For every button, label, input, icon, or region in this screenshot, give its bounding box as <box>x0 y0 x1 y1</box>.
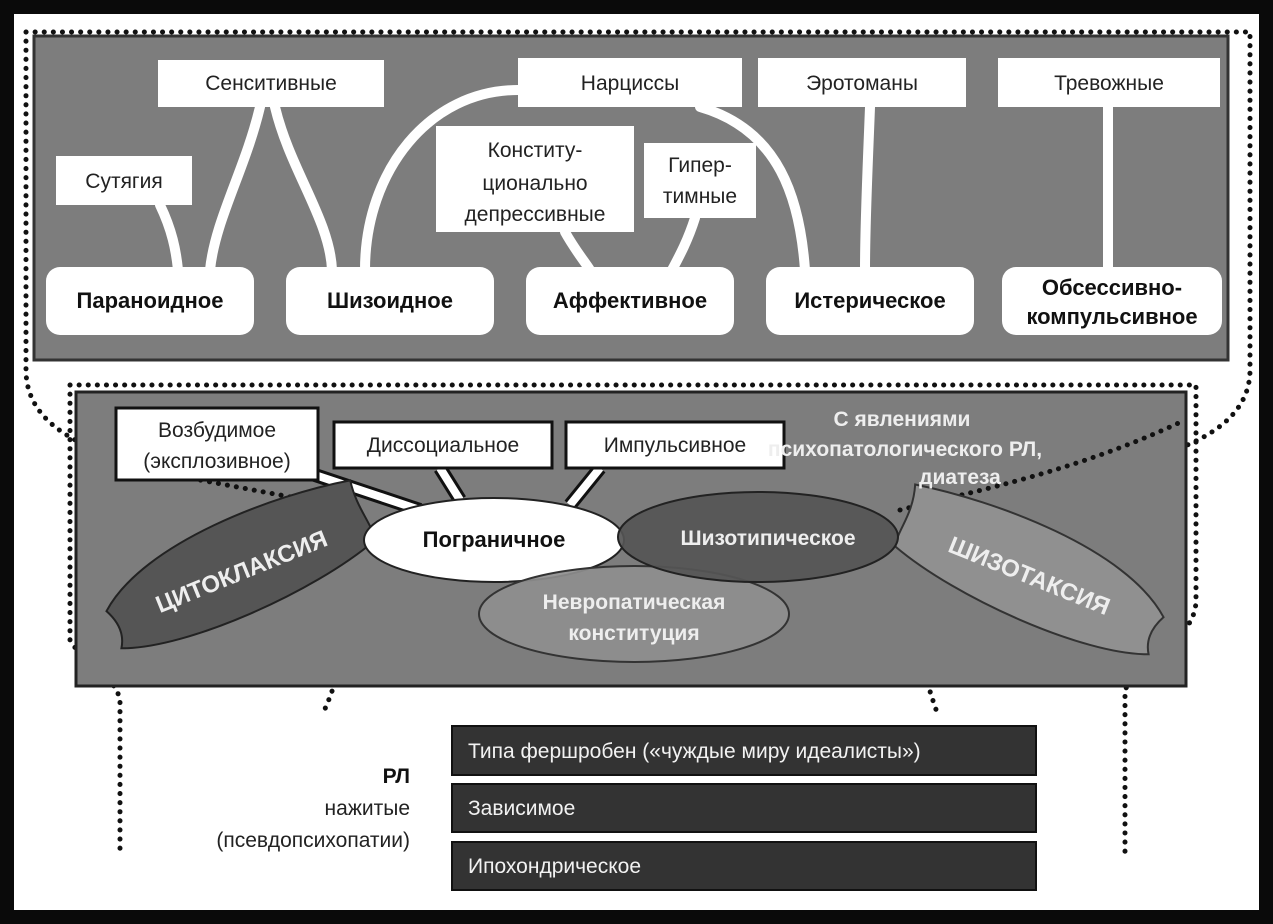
box-sensitive: Сенситивные <box>158 60 384 107</box>
box-litigious: Сутягия <box>56 156 192 205</box>
label-line: компульсивное <box>1026 304 1197 329</box>
acquired-item: Ипохондрическое <box>451 841 1037 891</box>
label-line: конституция <box>568 622 699 645</box>
box-erotomaniacs: Эротоманы <box>758 58 966 107</box>
ellipse-borderline: Пограничное <box>363 497 625 583</box>
box-anxious: Тревожные <box>998 58 1220 107</box>
item-label: Ипохондрическое <box>468 855 641 878</box>
label-hysterical: Истерическое <box>794 288 945 313</box>
label-schizotypal: Шизотипическое <box>680 527 855 550</box>
note-psychopathological: С явлениями психопатологического РЛ, диа… <box>768 408 1042 489</box>
label-line: РЛ <box>383 765 410 788</box>
label-line: Конститу- <box>488 139 583 162</box>
label-line: (псевдопсихопатии) <box>216 829 410 852</box>
ellipse-neuropathic: Невропатическая конституция <box>478 565 790 663</box>
label-line: Обсессивно- <box>1042 275 1182 300</box>
label-narcissists: Нарциссы <box>581 72 679 95</box>
label-line: тимные <box>663 185 737 208</box>
label-line: депрессивные <box>465 203 606 226</box>
box-excitable: Возбудимое (эксплозивное) <box>114 406 320 482</box>
label-line: Невропатическая <box>543 591 726 614</box>
type-schizoid: Шизоидное <box>286 267 494 335</box>
acquired-item: Типа фершробен («чуждые миру идеалисты») <box>451 725 1037 776</box>
acquired-item: Зависимое <box>451 783 1037 833</box>
label-line: диатеза <box>919 466 1001 489</box>
label-line: психопатологического РЛ, <box>768 438 1042 461</box>
type-hysterical: Истерическое <box>766 267 974 335</box>
box-constitutional-depressive: Конститу- ционально депрессивные <box>436 126 634 232</box>
middle-connectors <box>297 463 606 517</box>
label-line: ционально <box>482 172 587 195</box>
box-dissocial: Диссоциальное <box>332 420 554 470</box>
acquired-label: РЛ нажитые (псевдопсихопатии) <box>216 765 410 852</box>
label-sensitive: Сенситивные <box>205 72 337 95</box>
box-hyperthymic: Гипер- тимные <box>644 143 756 218</box>
label-affective: Аффективное <box>553 288 707 313</box>
banner-cytoclaxia: ЦИТОКЛАКСИЯ <box>105 479 376 650</box>
ellipse-schizotypal: Шизотипическое <box>617 491 899 583</box>
box-impulsive: Импульсивное <box>564 420 786 470</box>
item-label: Типа фершробен («чуждые миру идеалисты») <box>468 740 921 763</box>
top-connectors <box>155 85 1114 275</box>
label-line: нажитые <box>325 797 410 820</box>
label-anxious: Тревожные <box>1054 72 1164 95</box>
label-borderline: Пограничное <box>423 527 566 552</box>
box-narcissists: Нарциссы <box>518 58 742 107</box>
item-label: Зависимое <box>468 797 575 820</box>
type-obsessive: Обсессивно- компульсивное <box>1002 267 1222 335</box>
banner-schizotaxia: ШИЗОТАКСИЯ <box>894 483 1165 656</box>
label-line: Возбудимое <box>158 419 276 442</box>
label-litigious: Сутягия <box>85 170 162 193</box>
label-line: С явлениями <box>834 408 971 431</box>
type-paranoid: Параноидное <box>46 267 254 335</box>
label-impulsive: Импульсивное <box>604 434 746 457</box>
label-paranoid: Параноидное <box>77 288 224 313</box>
label-line: Гипер- <box>668 154 732 177</box>
label-line: (эксплозивное) <box>143 450 290 473</box>
label-dissocial: Диссоциальное <box>367 434 519 457</box>
type-affective: Аффективное <box>526 267 734 335</box>
middle-inner-dots <box>117 417 1188 513</box>
label-schizoid: Шизоидное <box>327 288 453 313</box>
label-erotomaniacs: Эротоманы <box>806 72 918 95</box>
